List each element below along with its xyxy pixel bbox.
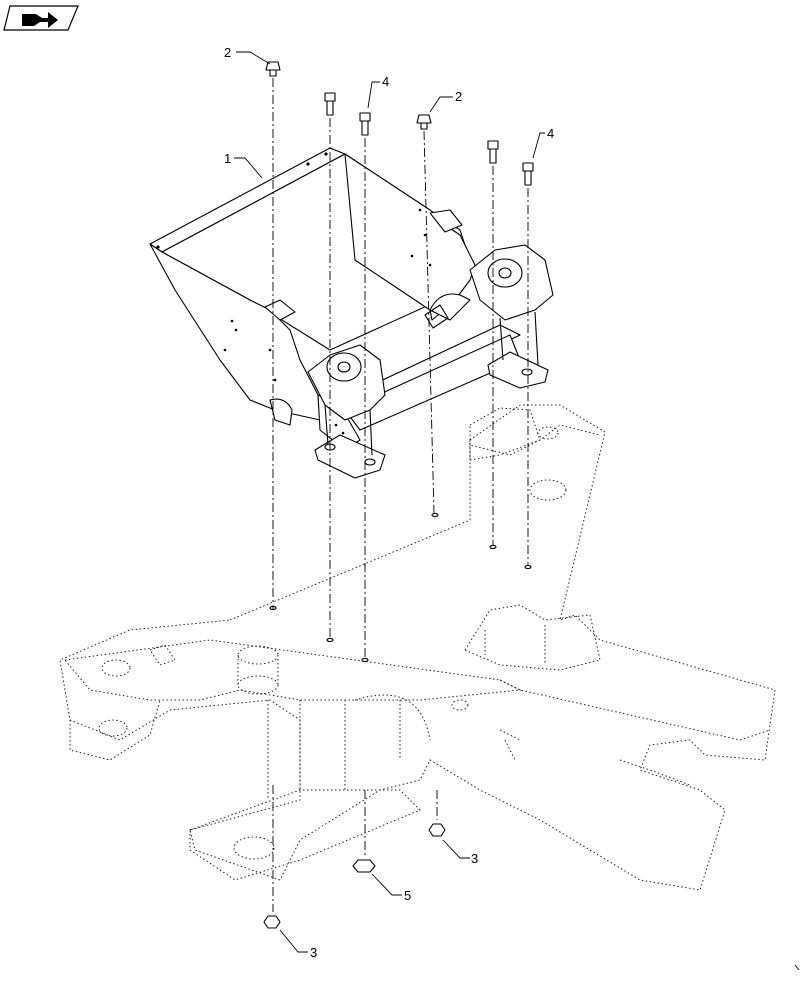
nut-3-lower-left <box>263 915 281 929</box>
callout-4-left[interactable]: 4 <box>382 74 389 89</box>
bolt-column-2-left <box>265 61 281 77</box>
bolt-column-4-right-a <box>487 140 499 164</box>
bolt-column-4-left-b <box>359 112 371 136</box>
callout-3-right[interactable]: 3 <box>471 851 478 866</box>
callout-2-left[interactable]: 2 <box>224 45 231 60</box>
callout-2-right[interactable]: 2 <box>455 89 462 104</box>
mounting-bracket-assembly <box>149 147 554 479</box>
nut-3-right <box>428 823 446 837</box>
callout-leaders <box>234 51 545 953</box>
assembly-centerlines <box>269 78 532 912</box>
page-navigation-icon[interactable] <box>3 5 79 31</box>
bolt-column-2-right <box>416 114 432 130</box>
callout-5[interactable]: 5 <box>404 888 411 903</box>
callout-4-right[interactable]: 4 <box>547 126 554 141</box>
bolt-column-4-left-a <box>324 92 336 116</box>
callout-1[interactable]: 1 <box>224 151 231 166</box>
callout-3-lower[interactable]: 3 <box>310 945 317 960</box>
bolt-column-4-right-b <box>522 162 534 186</box>
chassis-frame-outline <box>59 404 776 891</box>
nut-5 <box>352 859 376 873</box>
